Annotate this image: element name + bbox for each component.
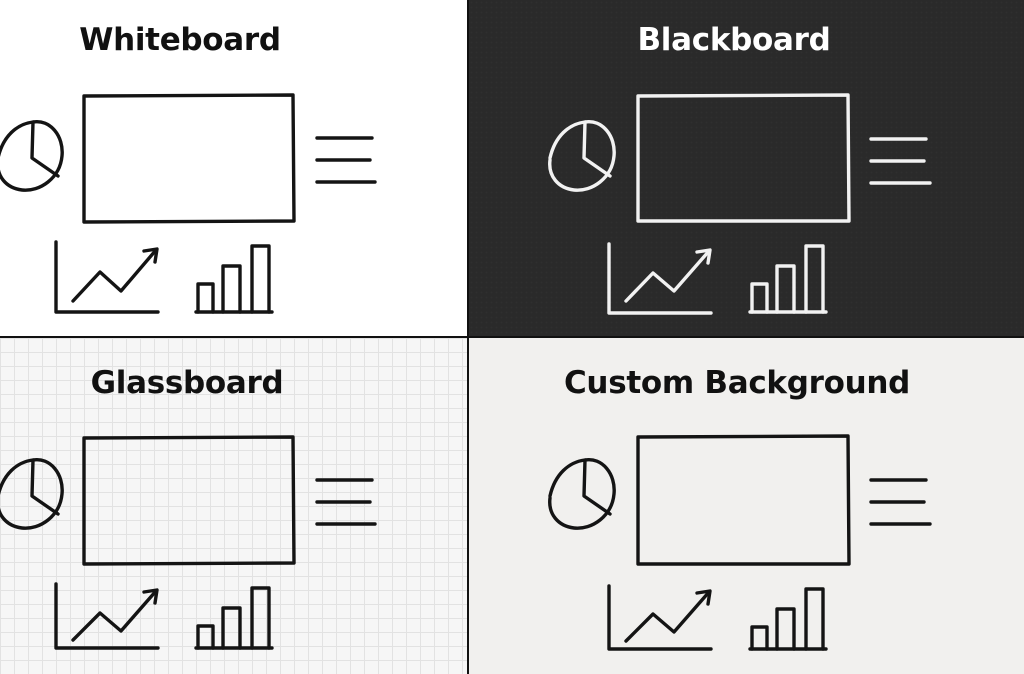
text-lines-icon [869, 137, 932, 185]
text-lines-icon [315, 478, 377, 526]
bar-chart-icon [194, 586, 274, 650]
bar-chart-icon [194, 244, 274, 314]
board-sketch [548, 434, 932, 651]
rectangle-frame-icon [82, 93, 296, 224]
line-chart-icon [54, 240, 160, 314]
rectangle-frame-icon [82, 435, 296, 566]
board-sketch [0, 93, 377, 314]
text-lines-icon [315, 136, 377, 184]
whiteboard-panel[interactable]: Whiteboard [0, 0, 467, 336]
rectangle-frame-icon [636, 434, 851, 566]
panel-title: Whiteboard [79, 22, 281, 58]
panel-title: Glassboard [90, 365, 284, 401]
custom-background-panel[interactable]: Custom Background [469, 338, 1024, 674]
board-sketch [0, 435, 377, 650]
bar-chart-icon [748, 244, 828, 314]
blackboard-panel[interactable]: Blackboard [469, 0, 1024, 336]
text-lines-icon [869, 478, 932, 526]
rectangle-frame-icon [636, 93, 851, 223]
bar-chart-icon [748, 587, 828, 651]
line-chart-icon [607, 584, 713, 651]
board-sketch [548, 93, 932, 315]
line-chart-icon [607, 242, 713, 315]
pie-chart-icon [548, 120, 616, 192]
pie-chart-icon [0, 120, 64, 192]
pie-chart-icon [548, 458, 616, 530]
glassboard-panel[interactable]: Glassboard [0, 338, 467, 674]
pie-chart-icon [0, 458, 64, 530]
panel-title: Custom Background [563, 365, 911, 401]
panel-title: Blackboard [637, 22, 831, 58]
line-chart-icon [54, 582, 160, 650]
